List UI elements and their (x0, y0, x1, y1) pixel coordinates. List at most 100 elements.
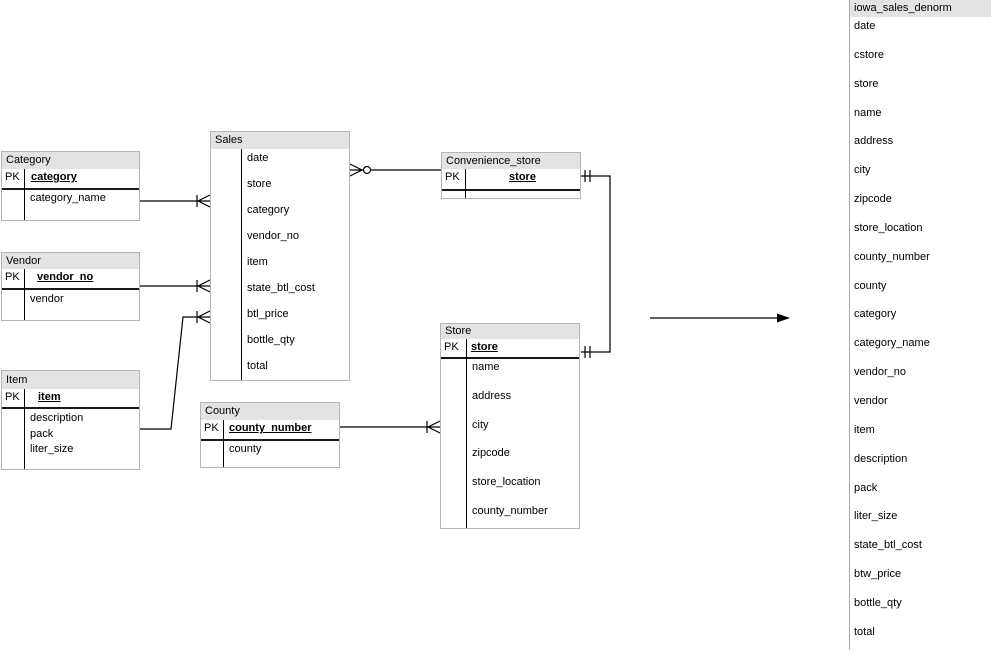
pk-column-divider (465, 169, 466, 198)
pk-column-divider (223, 420, 224, 467)
pk-column-divider (241, 149, 242, 380)
field-row: liter_size (30, 443, 74, 455)
pk-row: PK county_number (201, 420, 339, 439)
pk-separator (441, 357, 579, 359)
entity-title: Sales (211, 132, 349, 149)
pk-row: PK category (2, 169, 139, 188)
pk-row: PK vendor_no (2, 269, 139, 288)
field-row: county (229, 443, 262, 455)
field-row: date (247, 152, 269, 164)
relationship-item-sales[interactable] (140, 310, 211, 430)
field-row: description (30, 412, 84, 424)
arrowhead-icon (777, 313, 790, 323)
field-row: name (472, 361, 500, 373)
denorm-field-row: store (854, 77, 879, 90)
denorm-field-row: liter_size (854, 510, 898, 523)
pk-separator (2, 407, 139, 409)
field-row: store (247, 178, 272, 190)
field-row: category (247, 204, 290, 216)
denorm-field-row: address (854, 135, 894, 148)
denorm-field-row: item (854, 423, 875, 436)
entity-title: Convenience_store (442, 153, 580, 169)
pk-separator (442, 189, 580, 191)
denorm-field-row: vendor (854, 394, 888, 407)
denorm-field-row: zipcode (854, 193, 892, 206)
field-row: btl_price (247, 308, 289, 320)
flow-arrow (650, 313, 790, 323)
field-row: vendor_no (247, 230, 299, 242)
entity-title: Item (2, 371, 139, 389)
pk-column-divider (24, 169, 25, 220)
denorm-field-row: county (854, 279, 887, 292)
pk-separator (2, 288, 139, 290)
denorm-field-row: vendor_no (854, 366, 906, 379)
pk-label: PK (445, 171, 460, 183)
pk-label: PK (5, 171, 20, 183)
pk-column-divider (24, 389, 25, 469)
pk-column-divider (466, 339, 467, 528)
pk-label: PK (444, 341, 459, 353)
field-row: category_name (30, 192, 106, 204)
denorm-field-row: pack (854, 481, 878, 494)
field-row: store_location (472, 476, 541, 489)
field-row: city (472, 418, 489, 431)
pk-label: PK (5, 271, 20, 283)
denorm-field-row: btw_price (854, 568, 902, 581)
denorm-field-row: cstore (854, 48, 884, 61)
entity-title: Vendor (2, 253, 139, 269)
denorm-field-row: description (854, 452, 908, 465)
relationship-convenience-store-store[interactable] (581, 170, 611, 358)
field-row: pack (30, 427, 54, 440)
field-row: bottle_qty (247, 334, 295, 346)
denorm-field-row: total (854, 625, 875, 638)
entity-title: County (201, 403, 339, 420)
field-row: county_number (472, 504, 548, 517)
field-row: zipcode (472, 447, 510, 460)
zero-or-many-circle-marker (362, 165, 372, 175)
field-row: state_btl_cost (247, 282, 315, 294)
denorm-field-row: state_btl_cost (854, 539, 922, 552)
relationship-vendor-sales[interactable] (140, 279, 211, 293)
pk-row: PK store (442, 169, 580, 189)
relationship-category-sales[interactable] (140, 194, 211, 208)
denorm-field-row: name (854, 106, 882, 119)
field-row: address (472, 389, 512, 402)
denorm-field-list[interactable]: iowa_sales_denorm date cstore store name add… (849, 0, 991, 650)
pk-row: PK store (441, 339, 579, 357)
pk-field-name: county_number (229, 422, 312, 434)
denorm-field-row: store_location (854, 221, 923, 234)
pk-label: PK (204, 422, 219, 434)
pk-separator (201, 439, 339, 441)
pk-field-name: store (471, 341, 498, 353)
entity-title: Category (2, 152, 139, 169)
field-row: total (247, 360, 268, 372)
pk-field-name: category (31, 171, 77, 183)
pk-field-name: store (509, 171, 536, 183)
pk-separator (2, 188, 139, 190)
relationship-county-store[interactable] (340, 420, 441, 434)
denorm-field-row: county_number (854, 250, 930, 263)
denorm-field-row: category_name (854, 337, 930, 350)
pk-field-name: vendor_no (37, 271, 94, 283)
field-row: item (247, 256, 268, 268)
pk-column-divider (24, 269, 25, 320)
pk-row: PK item (2, 389, 139, 407)
pk-field-name: item (38, 391, 61, 403)
field-row: vendor (30, 293, 64, 305)
denorm-title: iowa_sales_denorm (850, 0, 991, 17)
entity-title: Store (441, 324, 579, 339)
denorm-field-row: city (854, 164, 871, 177)
denorm-field-row: bottle_qty (854, 596, 902, 609)
pk-label: PK (5, 391, 20, 403)
relationship-sales-convenience-store[interactable] (349, 163, 441, 177)
denorm-field-row: date (854, 20, 876, 32)
